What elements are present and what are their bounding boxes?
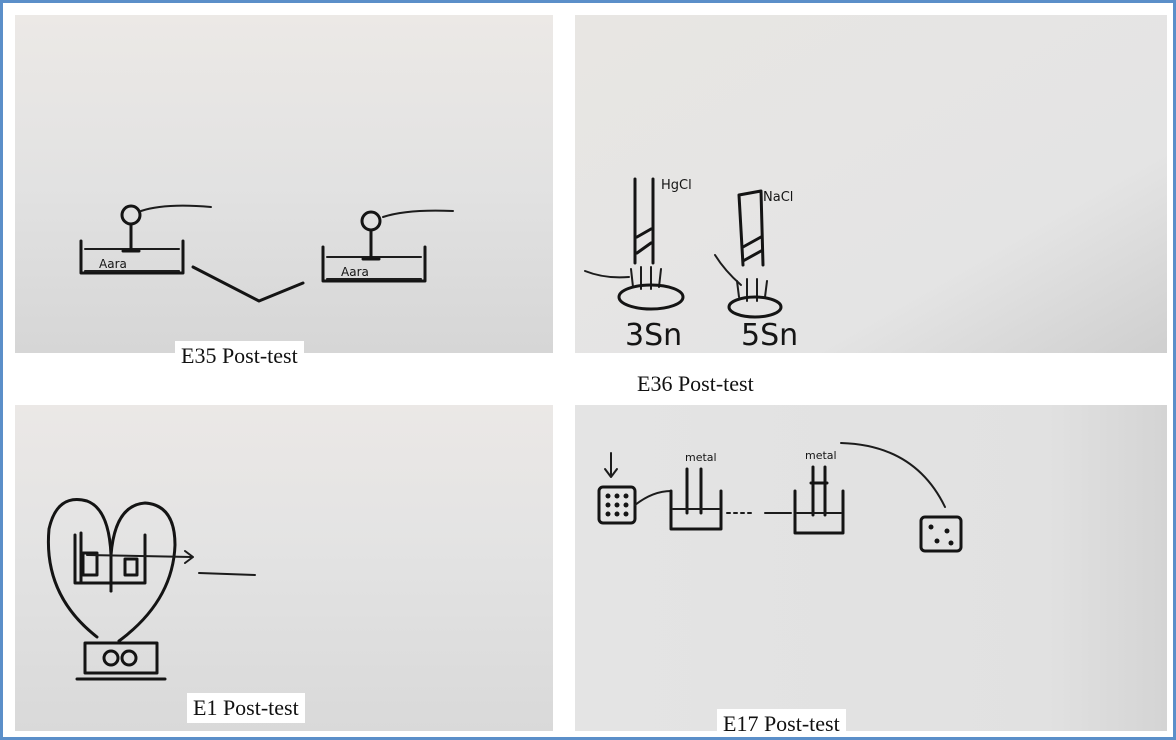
- label-hgcl: HgCl: [661, 178, 692, 193]
- vertical-divider: [553, 15, 575, 731]
- label-metal-1: metal: [685, 451, 717, 464]
- caption-e1: E1 Post-test: [187, 693, 305, 723]
- label-3sn: 3Sn: [625, 318, 682, 353]
- panel-e35-drawing: Aara Aara: [15, 15, 553, 353]
- panel-e36-drawing: HgCl 3Sn NaCl 5Sn: [575, 15, 1167, 353]
- label-nacl: NaCl: [763, 190, 793, 205]
- panel-e17-drawing: metal metal: [575, 405, 1167, 731]
- label-5sn: 5Sn: [741, 318, 798, 353]
- label-aara-left: Aara: [99, 257, 127, 271]
- caption-e17: E17 Post-test: [717, 709, 846, 737]
- caption-e36: E36 Post-test: [631, 369, 760, 399]
- caption-e35: E35 Post-test: [175, 341, 304, 371]
- label-aara-right: Aara: [341, 265, 369, 279]
- panel-e1-drawing: [15, 405, 553, 731]
- label-metal-2: metal: [805, 449, 837, 462]
